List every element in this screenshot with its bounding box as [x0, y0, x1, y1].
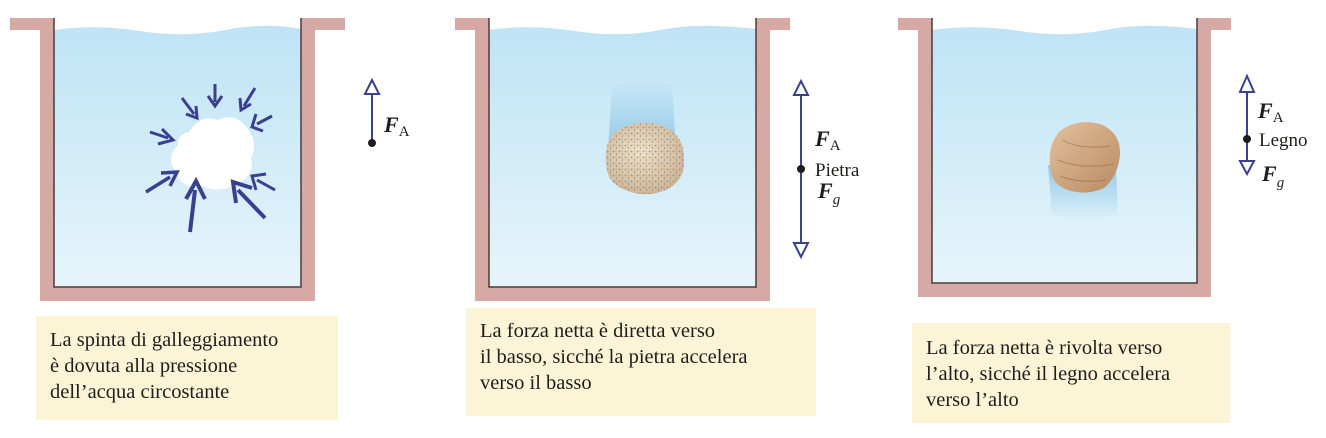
white-cavity: [170, 117, 255, 190]
wood-block: [1049, 122, 1121, 193]
caption-line: La forza netta è diretta verso: [480, 320, 716, 342]
buoyancy-arrowhead: [363, 77, 381, 95]
caption-line: dell’acqua circostante: [50, 381, 230, 403]
tank-wall: [10, 18, 345, 301]
application-point: [1243, 135, 1251, 143]
pressure-arrow: [145, 170, 180, 194]
pressure-arrow: [250, 172, 276, 192]
buoyancy-arrowhead: [792, 78, 810, 96]
weight-arrowhead: [792, 242, 810, 260]
weight-arrowhead: [1238, 160, 1256, 177]
buoyancy-arrowhead: [1238, 73, 1256, 93]
caption-line: verso l’alto: [926, 389, 1019, 411]
panel-2-tank: [455, 18, 790, 301]
application-point: [797, 165, 805, 173]
object-name-wood: Legno: [1259, 130, 1308, 151]
pressure-arrow: [206, 84, 224, 109]
caption-line: il basso, sicché la pietra accelera: [480, 346, 748, 368]
buoyancy-force-label: FA: [383, 112, 410, 140]
tank-inner-outline: [53, 18, 302, 288]
pressure-arrow: [180, 97, 199, 121]
caption-line: l’alto, sicché il legno accelera: [926, 363, 1171, 385]
panel-1-force-vector: FA: [363, 77, 410, 147]
caption-panel-2: La forza netta è diretta verso il basso,…: [466, 308, 816, 416]
panel-3-tank: [898, 18, 1231, 297]
caption-line: La forza netta è rivolta verso: [926, 337, 1163, 359]
pressure-arrow: [184, 176, 207, 233]
caption-line: è dovuta alla pressione: [50, 355, 238, 377]
caption-line: La spinta di galleggiamento: [50, 329, 279, 351]
pressure-arrow: [230, 179, 267, 220]
panel-2-force-vectors: FA Pietra Fg: [792, 78, 860, 260]
caption-panel-1: La spinta di galleggiamento è dovuta all…: [36, 316, 338, 420]
object-name-stone: Pietra: [815, 160, 860, 181]
weight-force-label: Fg: [817, 178, 841, 208]
caption-panel-3: La forza netta è rivolta verso l’alto, s…: [912, 323, 1230, 423]
pressure-arrow: [238, 87, 257, 113]
buoyancy-force-label: FA: [1257, 98, 1284, 126]
pressure-arrow: [250, 113, 273, 133]
pressure-arrow: [149, 127, 176, 146]
pressure-arrows: [145, 84, 276, 233]
application-point: [368, 139, 376, 147]
tank-inner-outline: [931, 18, 1198, 284]
buoyancy-force-label: FA: [814, 126, 841, 154]
panel-3-force-vectors: FA Legno Fg: [1238, 73, 1308, 191]
weight-force-label: Fg: [1261, 161, 1285, 191]
panel-1-tank: [10, 18, 345, 301]
tank-inner-outline: [488, 18, 757, 288]
caption-line: verso il basso: [480, 372, 592, 394]
